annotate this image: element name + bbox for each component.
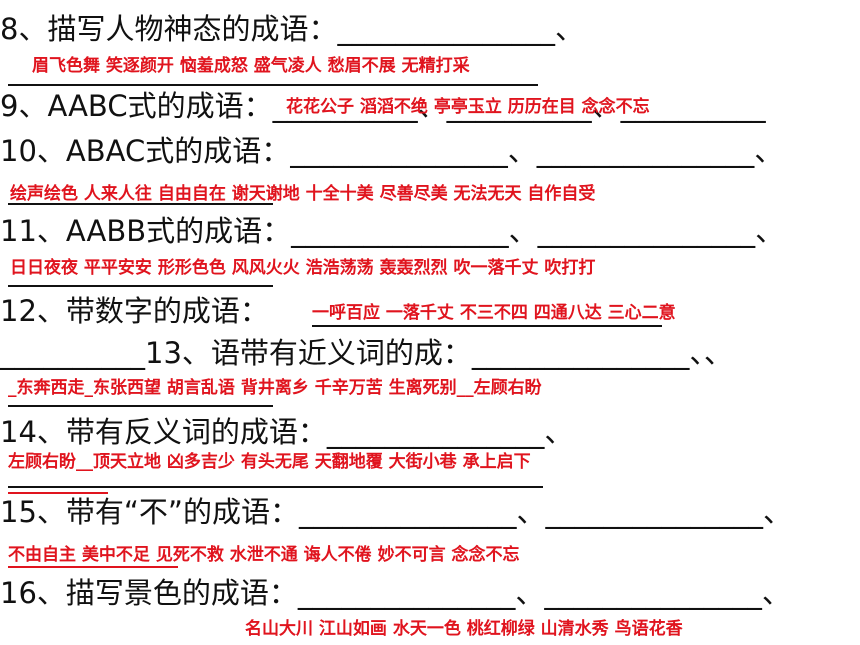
blank-line [8, 203, 273, 205]
answer-13: _东奔西走_东张西望 胡言乱语 背井离乡 千辛万苦 生离死别__左顾右盼 [8, 378, 542, 398]
blank-line [8, 486, 543, 488]
question-13: __________13、语带有近义词的成：_______________、、 [0, 336, 733, 370]
question-9: 9、AABC式的成语：__________、__________、_______… [0, 89, 766, 123]
question-12: 12、带数字的成语： [0, 294, 269, 328]
blank-line [8, 285, 273, 287]
question-10: 10、ABAC式的成语：_______________、____________… [0, 134, 784, 168]
question-16: 16、描写景色的成语：_______________、_____________… [0, 576, 791, 610]
answer-16: 名山大川 江山如画 水天一色 桃红柳绿 山清水秀 鸟语花香 [245, 619, 683, 639]
question-11: 11、AABB式的成语：_______________、____________… [0, 214, 785, 248]
blank-line [8, 405, 273, 407]
question-8: 8、描写人物神态的成语：_______________、 [0, 12, 584, 46]
question-15: 15、带有“不”的成语：_______________、____________… [0, 495, 792, 529]
blank-line [312, 325, 662, 327]
answer-underline [8, 492, 108, 494]
answer-14: 左顾右盼__顶天立地 凶多吉少 有头无尾 天翻地覆 大街小巷 承上启下 [8, 452, 531, 472]
answer-underline [8, 566, 178, 568]
answer-12: 一呼百应 一落千丈 不三不四 四通八达 三心二意 [312, 303, 676, 323]
blank-line [8, 84, 538, 86]
answer-11: 日日夜夜 平平安安 形形色色 风风火火 浩浩荡荡 轰轰烈烈 吹一落千丈 吹打打 [10, 258, 596, 278]
answer-9: 花花公子 滔滔不绝 亭亭玉立 历历在目 念念不忘 [286, 97, 650, 117]
answer-10: 绘声绘色 人来人往 自由自在 谢天谢地 十全十美 尽善尽美 无法无天 自作自受 [10, 184, 596, 204]
answer-8: 眉飞色舞 笑逐颜开 恼羞成怒 盛气凌人 愁眉不展 无精打采 [32, 56, 470, 76]
question-14: 14、带有反义词的成语：_______________、 [0, 415, 574, 449]
answer-15: 不由自主 美中不足 见死不救 水泄不通 诲人不倦 妙不可言 念念不忘 [8, 545, 520, 565]
